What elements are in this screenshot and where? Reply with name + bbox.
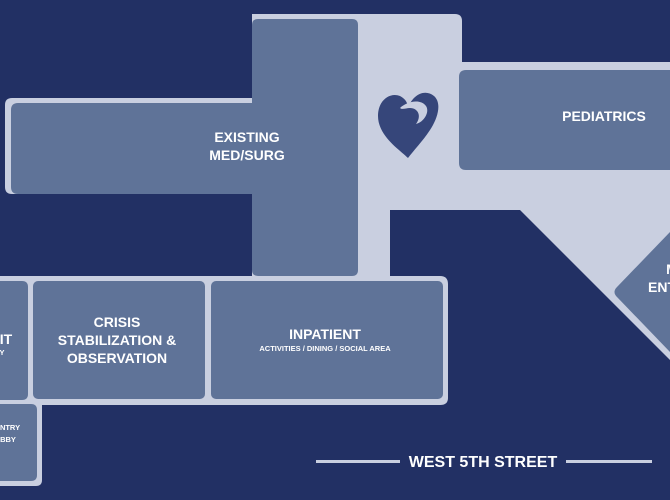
label-crisis-2: STABILIZATION &	[58, 332, 176, 348]
label-entry-lobby-2: BBY	[0, 435, 16, 444]
room-main-entrance[interactable]	[614, 232, 670, 352]
room-existing-med-surg[interactable]	[11, 19, 358, 276]
label-inpatient-sub: ACTIVITIES / DINING / SOCIAL AREA	[259, 344, 391, 353]
room-left-partial[interactable]	[0, 281, 28, 400]
street-marker: WEST 5TH STREET	[316, 454, 652, 471]
street-line-right	[566, 460, 652, 463]
label-left-partial-1: IT	[0, 331, 13, 347]
room-inpatient[interactable]	[211, 281, 443, 399]
label-main-entrance-2: ENT	[648, 279, 670, 295]
label-existing-med-surg-1: EXISTING	[214, 129, 279, 145]
rooms	[0, 19, 670, 481]
label-entry-lobby-1: NTRY	[0, 423, 20, 432]
label-crisis-1: CRISIS	[94, 314, 141, 330]
label-main-entrance-1: M	[666, 261, 670, 277]
street-label: WEST 5TH STREET	[409, 454, 558, 471]
label-pediatrics: PEDIATRICS	[562, 108, 646, 124]
corridor-diagonal	[500, 188, 670, 355]
room-crisis-stabilization[interactable]	[33, 281, 205, 399]
room-pediatrics[interactable]	[459, 70, 670, 170]
room-entry-lobby-partial[interactable]	[0, 404, 37, 481]
street-line-left	[316, 460, 400, 463]
label-inpatient: INPATIENT	[289, 326, 361, 342]
heart-logo-icon	[378, 92, 439, 158]
label-existing-med-surg-2: MED/SURG	[209, 147, 285, 163]
label-crisis-3: OBSERVATION	[67, 350, 167, 366]
label-left-partial-2: Y	[0, 348, 5, 357]
